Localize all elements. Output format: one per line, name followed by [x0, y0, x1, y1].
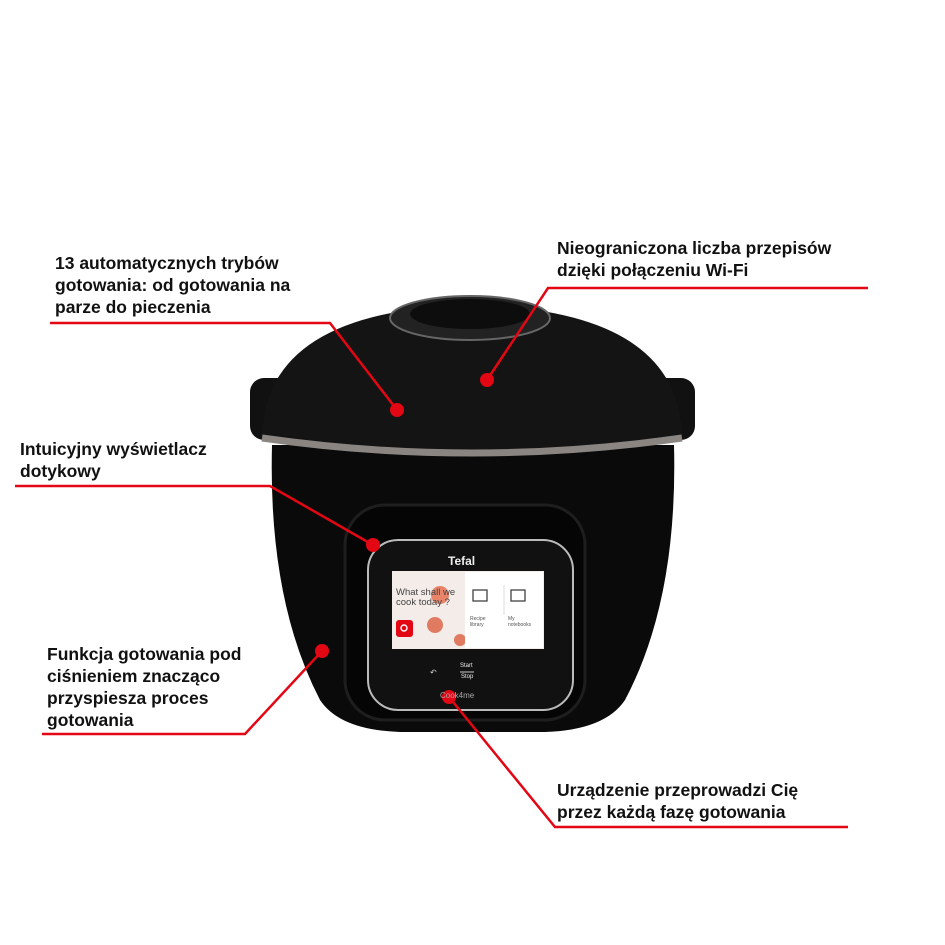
lid [262, 305, 682, 455]
line: przyspiesza proces [47, 688, 209, 708]
callout-line-2 [485, 286, 868, 381]
brand-logo: Tefal [448, 554, 476, 568]
line: parze do pieczenia [55, 297, 211, 317]
line: 13 automatycznych trybów [55, 253, 279, 273]
callout-dot-1 [390, 403, 404, 417]
back-icon[interactable]: ↶ [430, 668, 437, 677]
callout-dot-2 [480, 373, 494, 387]
line: dzięki połączeniu Wi-Fi [557, 260, 749, 280]
line: Intuicyjny wyświetlacz [20, 439, 207, 459]
callout-dot-4 [315, 644, 329, 658]
notebook-icon [510, 589, 526, 602]
model-logo: Cook4me [440, 691, 475, 700]
line: przez każdą fazę gotowania [557, 802, 786, 822]
callout-line-5 [448, 696, 848, 829]
callout-line-3 [15, 484, 374, 547]
tile-recipe-library[interactable]: Recipe library [470, 616, 486, 628]
line: Funkcja gotowania pod [47, 644, 242, 664]
line: gotowania: od gotowania na [55, 275, 291, 295]
book-search-icon [472, 589, 488, 602]
callout-line-4 [42, 650, 323, 736]
callout-dot-3 [366, 538, 380, 552]
silver-band [261, 434, 683, 457]
line: Nieograniczona liczba przepisów [557, 238, 832, 258]
tile-my-notebooks[interactable]: My notebooks [508, 616, 532, 628]
stop-button[interactable]: Stop [461, 674, 474, 680]
line: Urządzenie przeprowadzi Cię [557, 780, 799, 800]
callout-dot-5 [442, 690, 456, 704]
line: dotykowy [20, 461, 101, 481]
line: ciśnieniem znacząco [47, 666, 221, 686]
callout-line-1 [50, 321, 398, 411]
screen-greeting: What shall we cook today ? [396, 587, 456, 608]
line: gotowania [47, 710, 134, 730]
search-button [396, 620, 413, 637]
start-button[interactable]: Start [460, 663, 473, 669]
